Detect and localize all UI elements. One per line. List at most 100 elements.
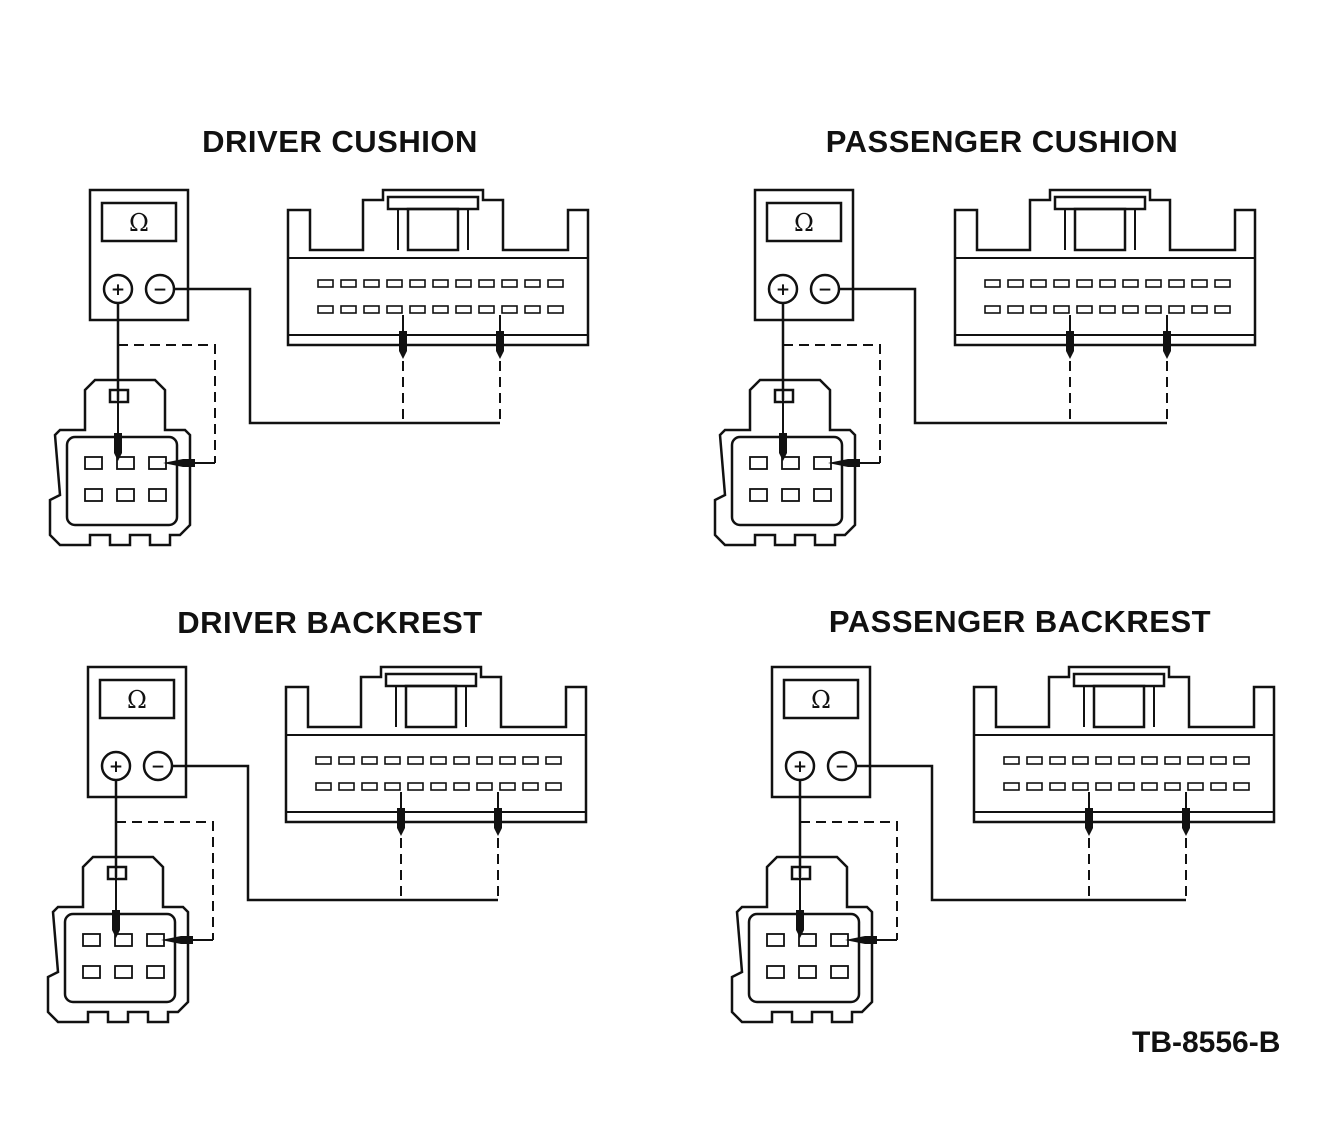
- connector-pin-cavity: [545, 756, 562, 765]
- connector-pin-cavity: [430, 756, 447, 765]
- ohmmeter-display: [782, 678, 860, 720]
- seat-sensor-connector: [46, 855, 213, 1024]
- connector-pin-cavity: [1118, 756, 1135, 765]
- ohmmeter-body: [753, 188, 855, 322]
- panel-title-driver-cushion: DRIVER CUSHION: [202, 124, 478, 159]
- sensor-probe-side-tip: [845, 936, 877, 944]
- sensor-probe-side-tip: [163, 459, 195, 467]
- connector-pin-cavity: [1168, 305, 1185, 314]
- sensor-probe-side-tip: [161, 936, 193, 944]
- harness-probe-b-tip: [496, 331, 504, 359]
- connector-pin-cavity: [1168, 279, 1185, 288]
- seat-sensor-pin-cavity: [148, 488, 167, 502]
- seat-sensor-pin-cavity: [114, 965, 133, 979]
- connector-pin-cavity: [1233, 782, 1250, 791]
- harness-connector: [972, 665, 1276, 836]
- seat-sensor-pin-cavity: [830, 965, 849, 979]
- connector-latch: [1072, 672, 1166, 688]
- connector-latch-window: [406, 207, 460, 252]
- seat-sensor-outline: [46, 855, 190, 1024]
- connector-pin-cavity: [522, 782, 539, 791]
- seat-sensor-pin-cavity: [766, 965, 785, 979]
- connector-pin-cavity: [1145, 279, 1162, 288]
- connector-pin-cavity: [361, 756, 378, 765]
- connector-pin-cavity: [453, 782, 470, 791]
- connector-pin-cavity: [430, 782, 447, 791]
- connector-pin-cavity: [1030, 279, 1047, 288]
- minus-sign: −: [835, 757, 849, 777]
- ohmmeter-display: [765, 201, 843, 243]
- ohmmeter-body: [88, 188, 190, 322]
- connector-pin-cavity: [499, 782, 516, 791]
- connector-pin-cavity: [547, 279, 564, 288]
- connector-pin-cavity: [1026, 756, 1043, 765]
- connector-pin-cavity: [1003, 756, 1020, 765]
- connector-pin-cavity: [984, 305, 1001, 314]
- connector-pin-cavity: [1026, 782, 1043, 791]
- connector-pin-cavity: [361, 782, 378, 791]
- connector-latch-window: [404, 684, 458, 729]
- harness-probe-b-tip: [494, 808, 502, 836]
- connector-pin-cavity: [1095, 782, 1112, 791]
- connector-latch-window: [1073, 207, 1127, 252]
- test-leads: [116, 287, 501, 463]
- connector-pin-cavity: [317, 279, 334, 288]
- seat-sensor-pin-cavity: [781, 456, 800, 470]
- ohmmeter-body: [86, 665, 188, 799]
- connector-pin-cavity: [545, 782, 562, 791]
- test-leads: [114, 764, 499, 940]
- connector-pin-cavity: [984, 279, 1001, 288]
- ohmmeter-display: [100, 201, 178, 243]
- connector-pin-cavity: [1164, 756, 1181, 765]
- connector-pin-cavity: [524, 305, 541, 314]
- ohm-symbol: Ω: [811, 686, 831, 714]
- seat-sensor-pin-cavity: [813, 488, 832, 502]
- seat-sensor-pin-cavity: [749, 488, 768, 502]
- connector-pin-cavity: [409, 279, 426, 288]
- seat-sensor-connector: [713, 378, 880, 547]
- connector-pin-cavity: [1095, 756, 1112, 765]
- seat-sensor-pin-cavity: [798, 933, 817, 947]
- plus-sign: +: [109, 757, 123, 777]
- connector-pin-cavity: [386, 279, 403, 288]
- harness-connector-outline: [284, 665, 588, 824]
- schematic-group: Ω+−: [713, 188, 1257, 547]
- connector-pin-cavity: [432, 305, 449, 314]
- connector-pin-cavity: [1187, 782, 1204, 791]
- dashed-lead-sensor: [800, 821, 898, 940]
- connector-pin-cavity: [501, 305, 518, 314]
- sensor-probe-top-tip: [779, 433, 787, 461]
- connector-latch-window: [1092, 684, 1146, 729]
- seat-sensor-pin-cavity: [82, 933, 101, 947]
- connector-pin-cavity: [455, 279, 472, 288]
- negative-lead: [839, 287, 1167, 425]
- sensor-probe-top-tip: [114, 433, 122, 461]
- panel-passenger-backrest: Ω+−: [730, 665, 1276, 1024]
- connector-pin-cavity: [478, 279, 495, 288]
- connector-pin-cavity: [1164, 782, 1181, 791]
- connector-pin-cavity: [407, 782, 424, 791]
- ohmmeter-body: [770, 665, 872, 799]
- ohmmeter: Ω+−: [753, 188, 855, 322]
- connector-pin-cavity: [407, 756, 424, 765]
- connector-pin-cavity: [1214, 279, 1231, 288]
- connector-pin-cavity: [1003, 782, 1020, 791]
- harness-probe-a-tip: [399, 331, 407, 359]
- panel-driver-backrest: Ω+−: [46, 665, 588, 1024]
- connector-pin-cavity: [476, 756, 493, 765]
- connector-pin-cavity: [338, 782, 355, 791]
- seat-sensor-pin-cavity: [116, 456, 135, 470]
- dashed-lead-sensor: [118, 344, 216, 463]
- connector-pin-cavity: [315, 756, 332, 765]
- seat-sensor-pin-cavity: [84, 456, 103, 470]
- harness-probe-a-tip: [397, 808, 405, 836]
- connector-pin-cavity: [338, 756, 355, 765]
- plus-sign: +: [111, 280, 125, 300]
- connector-pin-cavity: [1076, 279, 1093, 288]
- connector-pin-cavity: [1210, 782, 1227, 791]
- connector-pin-cavity: [363, 305, 380, 314]
- ohmmeter-display: [98, 678, 176, 720]
- connector-pin-cavity: [1233, 756, 1250, 765]
- connector-pin-cavity: [1053, 279, 1070, 288]
- ohmmeter: Ω+−: [88, 188, 190, 322]
